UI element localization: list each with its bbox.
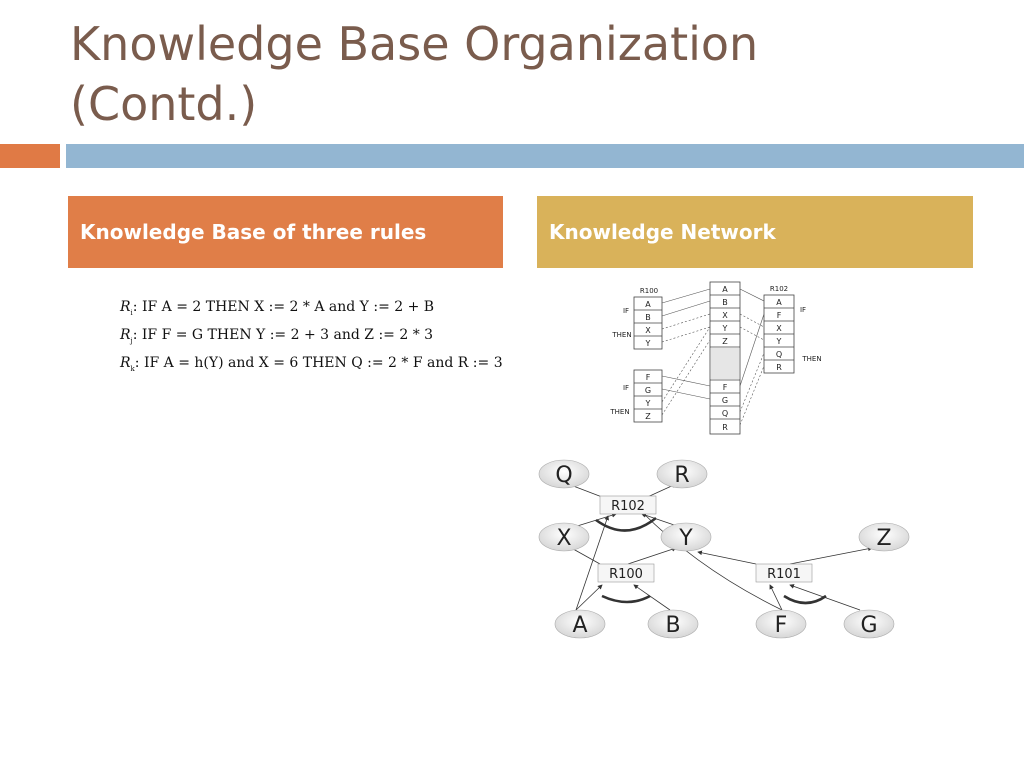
- rule-node-r100: R100: [609, 567, 643, 582]
- right-column-header: Knowledge Network: [537, 196, 973, 268]
- svg-text:IF: IF: [800, 306, 806, 314]
- svg-text:THEN: THEN: [611, 331, 631, 339]
- svg-text:Y: Y: [722, 324, 728, 333]
- svg-text:A: A: [776, 298, 782, 307]
- svg-text:Y: Y: [645, 339, 651, 348]
- rule-node-r101: R101: [767, 567, 801, 582]
- node-q: Q: [555, 463, 572, 488]
- node-f: F: [775, 613, 788, 638]
- knowledge-network-graph: R102 R100 R101 Q R X Y Z A B F G: [538, 459, 910, 639]
- svg-text:G: G: [722, 396, 728, 405]
- r102-table-label: R102: [770, 285, 788, 293]
- node-g: G: [860, 613, 877, 638]
- svg-text:Q: Q: [776, 350, 782, 359]
- svg-text:B: B: [645, 313, 651, 322]
- svg-text:A: A: [645, 300, 651, 309]
- svg-text:Y: Y: [645, 399, 651, 408]
- svg-text:B: B: [722, 298, 728, 307]
- svg-text:R: R: [776, 363, 782, 372]
- title-line-1: Knowledge Base Organization: [70, 17, 759, 71]
- node-y: Y: [678, 526, 693, 551]
- rule-table-diagram: R100 A B X Y IF THEN F G Y Z IF THEN A B…: [609, 281, 822, 435]
- svg-text:Z: Z: [645, 412, 651, 421]
- svg-text:G: G: [645, 386, 651, 395]
- node-b: B: [665, 613, 680, 638]
- node-x: X: [556, 526, 571, 551]
- svg-text:IF: IF: [623, 307, 629, 315]
- slide-title: Knowledge Base Organization (Contd.): [70, 14, 970, 134]
- svg-text:X: X: [776, 324, 782, 333]
- node-r: R: [674, 463, 689, 488]
- svg-text:F: F: [777, 311, 782, 320]
- left-column-header: Knowledge Base of three rules: [68, 196, 503, 268]
- rule-1: Ri: IF A = 2 THEN X := 2 * A and Y := 2 …: [120, 299, 435, 317]
- accent-bar-orange: [0, 144, 60, 168]
- accent-bar-blue: [66, 144, 1024, 168]
- svg-text:IF: IF: [623, 384, 629, 392]
- rule-node-r102: R102: [611, 499, 645, 514]
- r100-table-label: R100: [640, 287, 658, 295]
- svg-text:Q: Q: [722, 409, 728, 418]
- svg-text:F: F: [646, 373, 651, 382]
- rule-2: Rj: IF F = G THEN Y := 2 + 3 and Z := 2 …: [120, 327, 434, 345]
- rule-3: Rk: IF A = h(Y) and X = 6 THEN Q := 2 * …: [120, 355, 503, 373]
- node-a: A: [572, 613, 587, 638]
- rules-list: Ri: IF A = 2 THEN X := 2 * A and Y := 2 …: [120, 296, 503, 380]
- svg-text:THEN: THEN: [609, 408, 629, 416]
- svg-text:X: X: [722, 311, 728, 320]
- svg-text:Z: Z: [722, 337, 728, 346]
- svg-text:A: A: [722, 285, 728, 294]
- svg-text:X: X: [645, 326, 651, 335]
- node-z: Z: [876, 526, 891, 551]
- svg-text:THEN: THEN: [801, 355, 821, 363]
- title-line-2: (Contd.): [70, 77, 258, 131]
- svg-text:R: R: [722, 423, 728, 432]
- svg-text:Y: Y: [776, 337, 782, 346]
- svg-text:F: F: [723, 383, 728, 392]
